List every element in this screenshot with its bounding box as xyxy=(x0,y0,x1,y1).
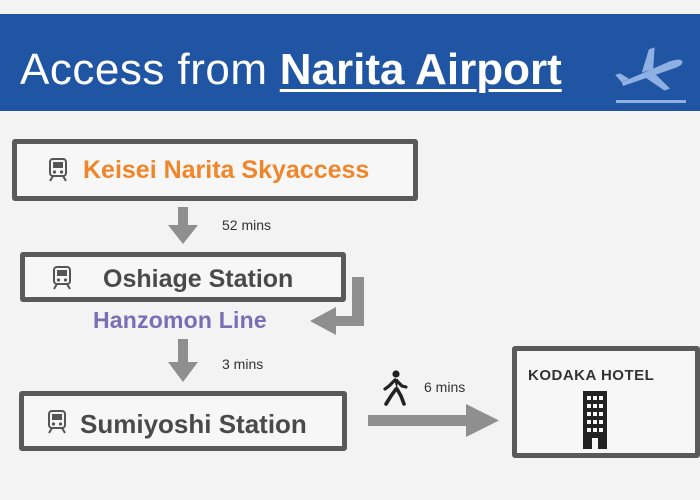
leg1-duration: 52 mins xyxy=(222,217,272,233)
down-arrow-icon xyxy=(166,339,200,383)
start-route-label: Keisei Narita Skyaccess xyxy=(83,156,370,184)
end-station-label: Sumiyoshi Station xyxy=(80,409,307,439)
destination-box: KODAKA HOTEL xyxy=(512,346,700,458)
building-icon xyxy=(581,391,609,451)
destination-label: KODAKA HOTEL xyxy=(528,367,655,384)
route-box-end-station: Sumiyoshi Station xyxy=(19,391,347,451)
right-arrow-icon xyxy=(368,403,500,439)
title-prefix: Access from xyxy=(20,45,268,94)
transfer-station-label: Oshiage Station xyxy=(103,265,294,293)
elbow-arrow-icon xyxy=(304,275,374,335)
walk-duration: 6 mins xyxy=(424,379,466,395)
leg2-duration: 3 mins xyxy=(222,356,264,372)
down-arrow-icon xyxy=(166,207,200,245)
walking-person-icon xyxy=(380,370,408,406)
train-icon xyxy=(47,158,69,182)
route-box-transfer: Oshiage Station xyxy=(20,252,346,302)
airplane-icon xyxy=(612,46,688,106)
train-icon xyxy=(46,410,68,434)
page-title: Access from Narita Airport xyxy=(20,44,562,96)
train-icon xyxy=(51,266,73,290)
title-highlight: Narita Airport xyxy=(279,45,562,94)
route-box-start: Keisei Narita Skyaccess xyxy=(12,139,418,201)
transfer-line-label: Hanzomon Line xyxy=(93,307,267,333)
header-banner: Access from Narita Airport xyxy=(0,14,700,111)
